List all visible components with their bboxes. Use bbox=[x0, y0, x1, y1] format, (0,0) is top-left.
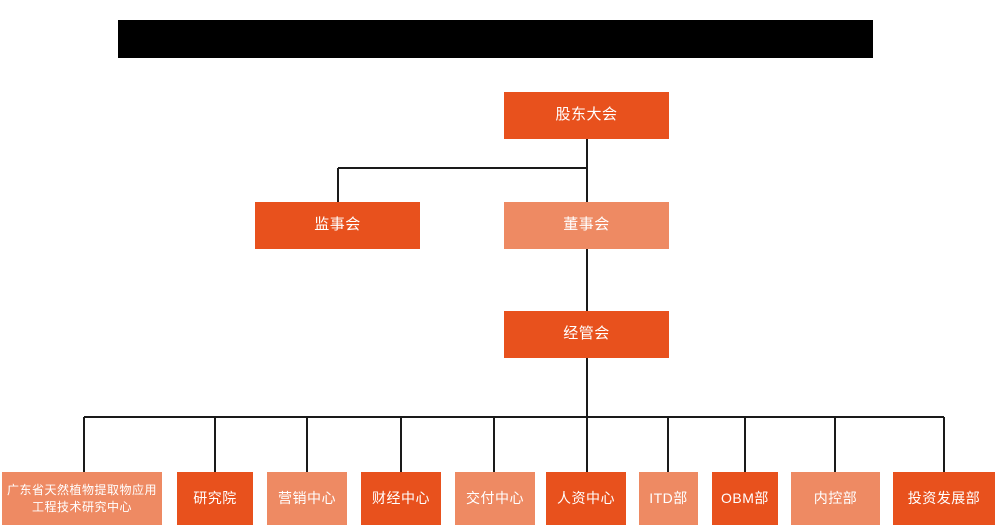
node-management-committee[interactable]: 经管会 bbox=[504, 311, 669, 358]
node-marketing-center[interactable]: 营销中心 bbox=[267, 472, 347, 525]
node-internal-control-department[interactable]: 内控部 bbox=[791, 472, 880, 525]
node-itd-department[interactable]: ITD部 bbox=[639, 472, 698, 525]
node-gd-research-center[interactable]: 广东省天然植物提取物应用工程技术研究中心 bbox=[2, 472, 162, 525]
node-finance-center[interactable]: 财经中心 bbox=[361, 472, 441, 525]
node-shareholders-meeting[interactable]: 股东大会 bbox=[504, 92, 669, 139]
node-delivery-center[interactable]: 交付中心 bbox=[455, 472, 535, 525]
node-board-of-supervisors[interactable]: 监事会 bbox=[255, 202, 420, 249]
node-research-institute[interactable]: 研究院 bbox=[177, 472, 253, 525]
node-hr-center[interactable]: 人资中心 bbox=[546, 472, 626, 525]
redacted-title-bar bbox=[118, 20, 873, 58]
node-board-of-directors[interactable]: 董事会 bbox=[504, 202, 669, 249]
node-obm-department[interactable]: OBM部 bbox=[712, 472, 778, 525]
node-investment-development-department[interactable]: 投资发展部 bbox=[893, 472, 995, 525]
